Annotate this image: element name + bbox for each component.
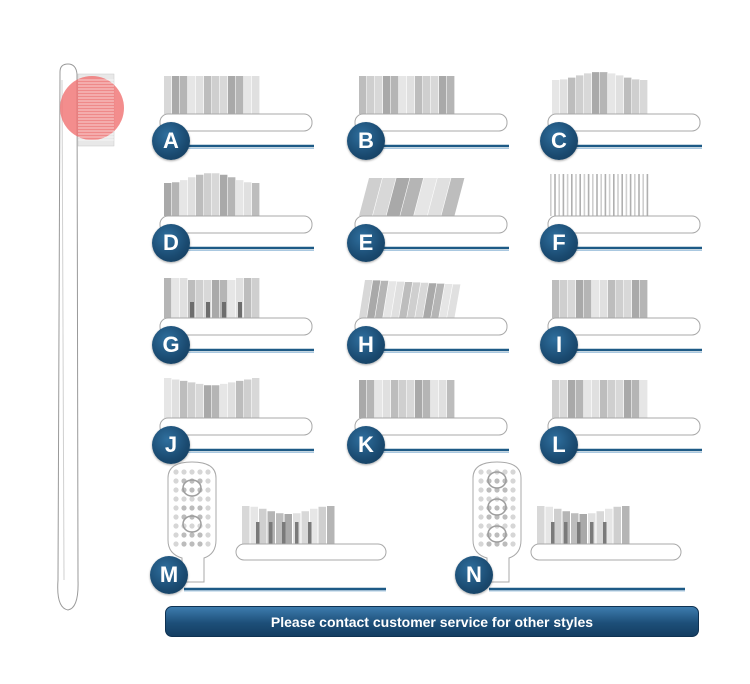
style-card-n[interactable]: N — [455, 458, 695, 598]
style-illustration — [354, 380, 509, 453]
bristle-pattern — [359, 280, 461, 318]
toothbrush-outline — [57, 63, 124, 611]
style-card-d[interactable]: D — [150, 170, 320, 265]
brush-head-body — [547, 215, 701, 234]
style-badge: B — [347, 122, 385, 160]
brush-head-body — [159, 317, 313, 336]
style-card-k[interactable]: K — [345, 372, 515, 467]
style-illustration — [159, 378, 314, 453]
style-illustration — [159, 173, 314, 251]
style-card-i[interactable]: I — [538, 272, 708, 367]
style-illustration — [547, 380, 702, 453]
style-badge: A — [152, 122, 190, 160]
brush-head-body — [354, 317, 508, 336]
contact-banner[interactable]: Please contact customer service for othe… — [165, 606, 699, 637]
brush-head-front-view — [167, 461, 217, 583]
style-badge: H — [347, 326, 385, 364]
style-badge: M — [150, 556, 188, 594]
bristle-pattern — [552, 72, 648, 114]
style-m-illustration — [167, 461, 387, 592]
brush-head-body — [547, 417, 701, 436]
style-badge: G — [152, 326, 190, 364]
style-card-b[interactable]: B — [345, 68, 515, 163]
bristle-pattern — [550, 174, 649, 216]
bristle-side-view — [537, 506, 630, 544]
style-illustration — [547, 280, 702, 353]
style-badge: D — [152, 224, 190, 262]
brush-head-body — [159, 215, 313, 234]
brush-head-body — [354, 215, 508, 234]
style-card-f[interactable]: F — [538, 170, 708, 265]
style-card-m[interactable]: M — [150, 458, 390, 598]
style-card-c[interactable]: C — [538, 68, 708, 163]
style-n-illustration — [472, 461, 685, 592]
style-badge: I — [540, 326, 578, 364]
style-illustration — [354, 76, 509, 149]
style-illustration — [354, 178, 509, 251]
bristle-pattern — [359, 380, 455, 418]
style-badge: F — [540, 224, 578, 262]
style-card-h[interactable]: H — [345, 272, 515, 367]
bristle-pattern — [164, 278, 260, 318]
style-card-j[interactable]: J — [150, 372, 320, 467]
brush-head-front-view — [472, 461, 522, 583]
style-card-e[interactable]: E — [345, 170, 515, 265]
style-badge: L — [540, 426, 578, 464]
bristle-pattern — [552, 380, 648, 418]
style-badge: N — [455, 556, 493, 594]
bristle-pattern — [164, 76, 260, 114]
style-illustration — [354, 280, 509, 353]
style-illustration — [547, 72, 702, 149]
bristle-pattern — [359, 76, 455, 114]
style-card-a[interactable]: A — [150, 68, 320, 163]
style-badge: E — [347, 224, 385, 262]
brush-head-body — [159, 113, 313, 132]
style-illustration — [547, 174, 702, 251]
bristle-pattern — [552, 280, 648, 318]
style-illustration — [159, 76, 314, 149]
bristle-side-view — [242, 506, 335, 544]
style-card-l[interactable]: L — [538, 372, 708, 467]
brush-head-body — [354, 113, 508, 132]
brush-head-body — [547, 317, 701, 336]
style-badge: K — [347, 426, 385, 464]
style-badge: J — [152, 426, 190, 464]
bristle-pattern — [164, 378, 260, 418]
brush-head-body — [547, 113, 701, 132]
style-badge: C — [540, 122, 578, 160]
style-card-g[interactable]: G — [150, 272, 320, 367]
brush-head-body — [354, 417, 508, 436]
bristle-pattern — [359, 178, 465, 216]
brush-head-body — [159, 417, 313, 436]
bristle-pattern — [164, 173, 260, 216]
style-illustration — [159, 278, 314, 353]
highlight-marker — [60, 76, 124, 140]
